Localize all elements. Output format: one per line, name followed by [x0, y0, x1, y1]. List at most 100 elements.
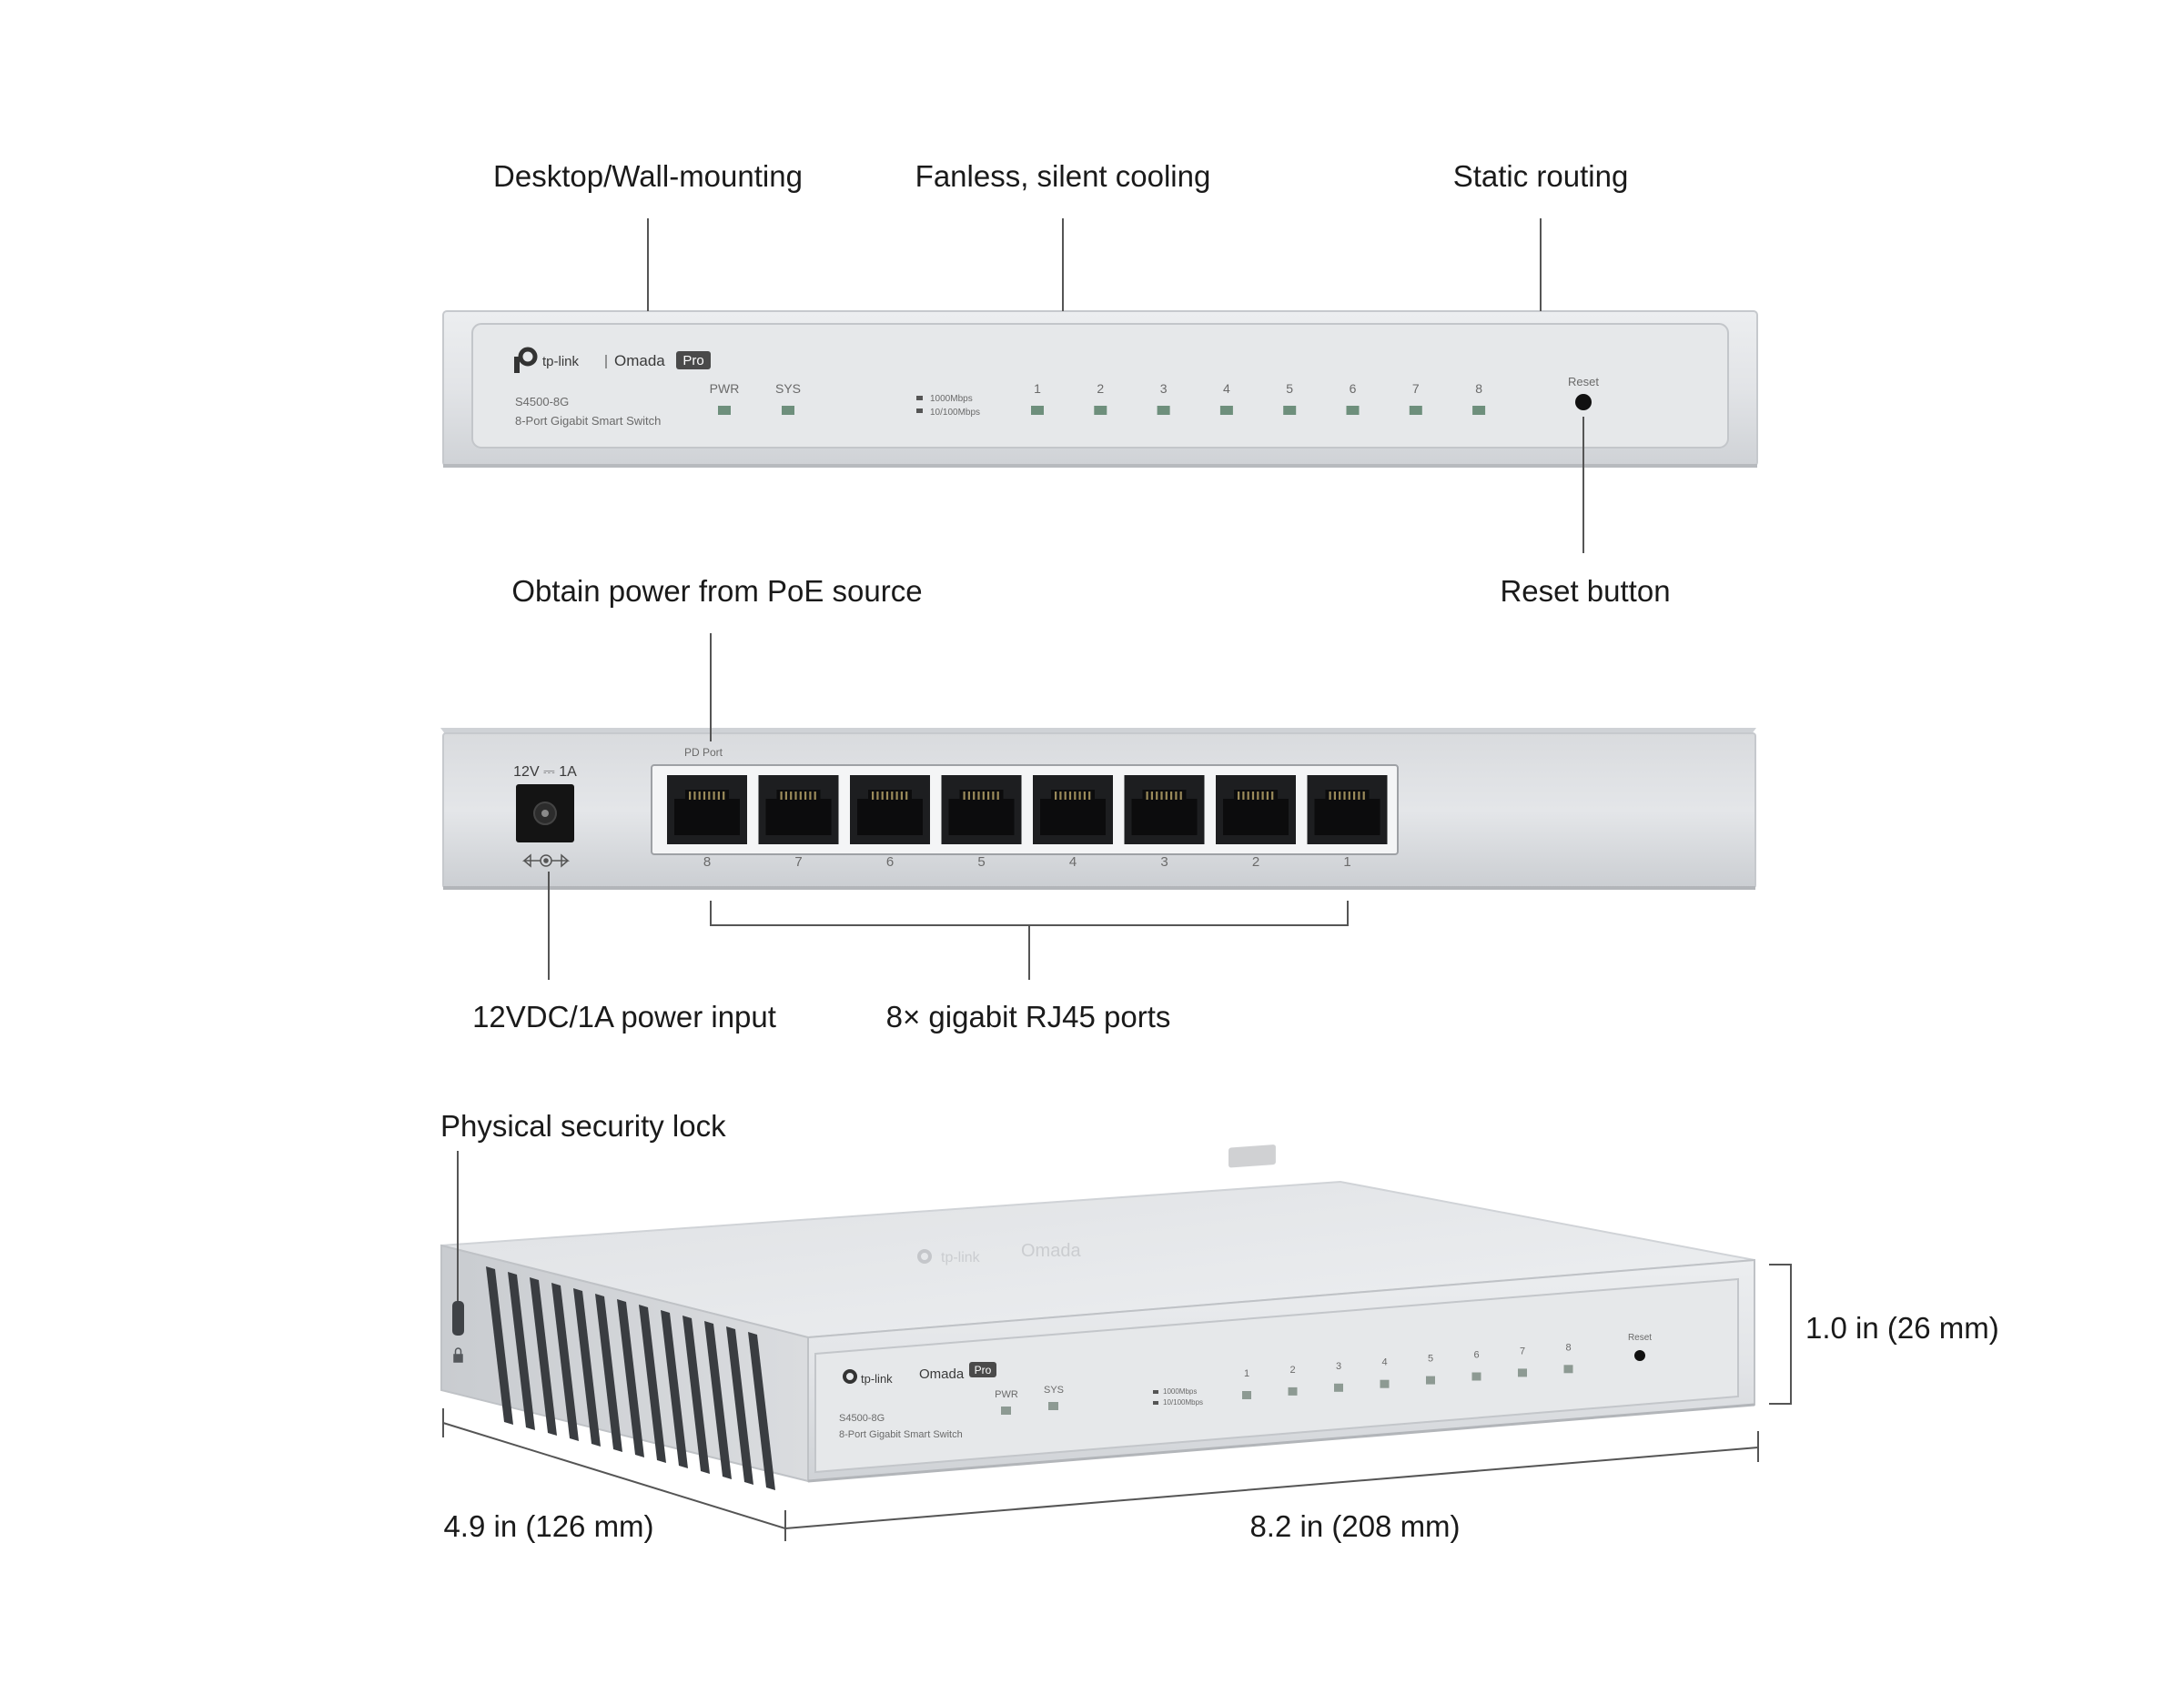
perspective-port-number: 5	[1428, 1354, 1433, 1365]
rj45-port[interactable]	[941, 775, 1022, 844]
perspective-port-led	[1471, 1372, 1481, 1381]
svg-text:tp-link: tp-link	[861, 1372, 893, 1386]
svg-text:1000Mbps: 1000Mbps	[1163, 1387, 1197, 1396]
rj45-port-number: 7	[794, 854, 802, 870]
front-port-number: 4	[1223, 381, 1230, 396]
vent-slot	[530, 1277, 557, 1436]
front-port-number: 7	[1412, 381, 1420, 396]
vent-slot	[595, 1294, 622, 1452]
rj45-port[interactable]	[1307, 775, 1388, 844]
front-brand: tp-link	[542, 354, 580, 369]
bracket-rj45	[710, 901, 1349, 926]
dimension-height	[1769, 1264, 1792, 1405]
rj45-port[interactable]	[1216, 775, 1296, 844]
svg-text:10/100Mbps: 10/100Mbps	[1163, 1398, 1203, 1407]
speed-legend-10-100: 10/100Mbps	[930, 408, 980, 418]
front-description: 8-Port Gigabit Smart Switch	[515, 414, 661, 428]
svg-text:8-Port Gigabit Smart Switch: 8-Port Gigabit Smart Switch	[839, 1429, 963, 1440]
tp-link-logo-icon	[514, 347, 538, 373]
svg-text:Omada: Omada	[1021, 1241, 1081, 1261]
rj45-port-number: 6	[886, 854, 894, 870]
front-view: tp-link Omada Pro S4500-8G 8-Port Gigabi…	[442, 310, 1758, 468]
perspective-port-led	[1288, 1386, 1298, 1396]
speed-legend-10-100-swatch	[916, 408, 923, 413]
callout-poe-source: Obtain power from PoE source	[511, 574, 923, 608]
rj45-port[interactable]	[850, 775, 930, 844]
perspective-port-led	[1334, 1383, 1343, 1392]
front-reset-label: Reset	[1568, 375, 1599, 388]
perspective-port-led	[1426, 1376, 1435, 1385]
vent-slot	[508, 1272, 535, 1430]
front-port-led	[1283, 406, 1297, 415]
front-port-led	[1409, 406, 1422, 415]
front-product-line: Omada	[614, 352, 665, 369]
perspective-reset-button	[1634, 1350, 1645, 1361]
perspective-port-number: 1	[1244, 1368, 1249, 1379]
front-port-led	[1094, 406, 1107, 415]
rj45-port[interactable]	[758, 775, 839, 844]
lock-icon	[453, 1347, 463, 1363]
vent-slot	[726, 1326, 753, 1485]
led-pwr	[718, 406, 731, 415]
dimension-width	[784, 1447, 1759, 1529]
security-lock-slot	[452, 1301, 464, 1336]
dimension-depth	[442, 1422, 786, 1529]
callout-height: 1.0 in (26 mm)	[1805, 1311, 1999, 1345]
callout-security-lock: Physical security lock	[440, 1109, 726, 1143]
front-port-led	[1031, 406, 1044, 415]
rj45-port-number: 4	[1069, 854, 1077, 870]
pd-port-label: PD Port	[684, 746, 723, 759]
callout-fanless-cooling: Fanless, silent cooling	[915, 159, 1211, 193]
callout-desktop-wall-mounting: Desktop/Wall-mounting	[493, 159, 803, 193]
perspective-port-number: 3	[1336, 1361, 1341, 1372]
front-model: S4500-8G	[515, 395, 569, 408]
perspective-port-number: 2	[1289, 1365, 1295, 1376]
rj45-port[interactable]	[667, 775, 747, 844]
perspective-port-led	[1380, 1379, 1390, 1388]
led-sys-label: SYS	[775, 381, 801, 396]
svg-text:PWR: PWR	[995, 1389, 1018, 1400]
vent-slot	[682, 1316, 710, 1474]
callout-rj45-ports: 8× gigabit RJ45 ports	[885, 1000, 1171, 1034]
callout-depth: 4.9 in (126 mm)	[443, 1509, 654, 1543]
perspective-front-labels: tp-link Omada Pro S4500-8G 8-Port Gigabi…	[839, 1333, 1652, 1440]
rj45-port-number: 5	[977, 854, 985, 870]
front-port-number: 8	[1475, 381, 1482, 396]
vent-slot	[573, 1288, 601, 1447]
ventilation-slots	[486, 1266, 775, 1490]
front-reset-button[interactable]	[1575, 394, 1592, 410]
perspective-port-number: 7	[1520, 1346, 1525, 1356]
perspective-port-number: 4	[1381, 1357, 1387, 1368]
vent-slot	[639, 1305, 666, 1463]
rj45-port[interactable]	[1124, 775, 1205, 844]
svg-text:SYS: SYS	[1044, 1385, 1064, 1396]
vent-slot	[551, 1283, 579, 1441]
svg-text:Pro: Pro	[975, 1364, 992, 1376]
led-pwr-label: PWR	[710, 381, 740, 396]
rj45-port-number: 1	[1343, 854, 1350, 870]
perspective-port-number: 6	[1473, 1350, 1479, 1361]
vent-slot	[748, 1332, 775, 1490]
vent-slot	[661, 1310, 688, 1468]
vent-slot	[617, 1299, 644, 1457]
speed-legend-1000-swatch	[916, 396, 923, 400]
perspective-port-led	[1518, 1368, 1527, 1377]
rj45-port[interactable]	[1033, 775, 1113, 844]
perspective-view: tp-link Omada tp-link Omada Pro S4500-8G…	[440, 1144, 1755, 1490]
front-pro-badge	[676, 351, 711, 369]
rj45-port-number: 2	[1252, 854, 1259, 870]
callout-reset-button: Reset button	[1500, 574, 1671, 608]
led-sys	[782, 406, 794, 415]
vent-slot	[486, 1266, 513, 1425]
front-bezel	[471, 323, 1729, 449]
power-rating-label: 12V ⎓ 1A	[513, 764, 577, 780]
speed-legend-1000: 1000Mbps	[930, 394, 973, 404]
top-logo-embossed: tp-link Omada	[917, 1144, 1276, 1265]
rj45-port-number: 8	[703, 854, 711, 870]
front-port-led	[1346, 406, 1360, 415]
